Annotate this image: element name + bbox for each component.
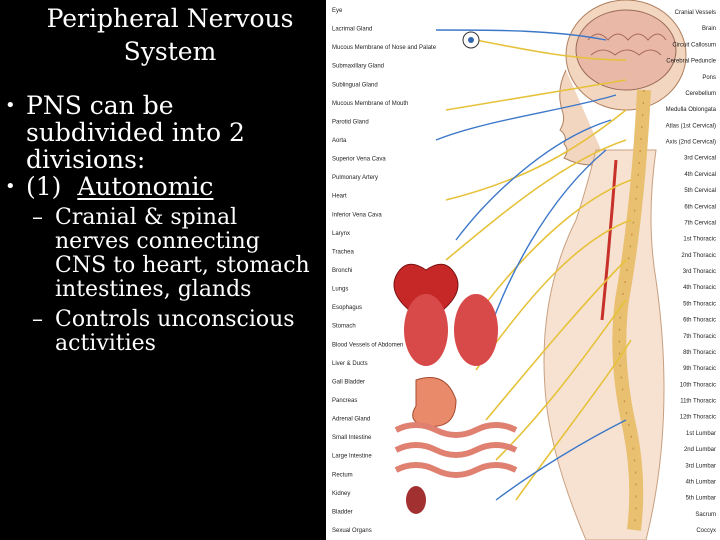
autonomic-term: Autonomic xyxy=(77,172,214,201)
figure-label: Coccyx xyxy=(696,528,716,534)
figure-label: Atlas (1st Cervical) xyxy=(666,123,716,129)
figure-label: Kidney xyxy=(332,491,350,497)
spinal-artery xyxy=(600,159,618,321)
figure-label: 10th Thoracic xyxy=(680,382,716,388)
figure-label: Blood Vessels of Abdomen xyxy=(332,342,403,348)
brain-folds xyxy=(587,33,667,56)
figure-label: 5th Lumbar xyxy=(686,496,716,502)
figure-label: 2nd Lumbar xyxy=(684,447,716,453)
figure-label: Axis (2nd Cervical) xyxy=(666,140,716,146)
subbullet-cranial-spinal: – Cranial & spinal nerves connecting CNS… xyxy=(0,206,340,302)
figure-label: Sexual Organs xyxy=(332,528,372,534)
figure-label: 7th Thoracic xyxy=(683,334,716,340)
stomach xyxy=(412,377,457,427)
kidney xyxy=(406,486,426,514)
sub2-line2: activities xyxy=(55,331,156,356)
dash-marker: – xyxy=(32,307,43,332)
bullet-marker: • xyxy=(5,95,16,116)
figure-label: 1st Thoracic xyxy=(683,237,716,243)
slide-body: • PNS can be subdivided into 2 divisions… xyxy=(0,92,340,356)
figure-label: Sacrum xyxy=(695,512,716,518)
figure-label: Eye xyxy=(332,8,343,14)
figure-label: Inferior Vena Cava xyxy=(332,212,382,218)
bullet-autonomic: • (1) Autonomic xyxy=(0,173,340,200)
figure-label: Small Intestine xyxy=(332,435,372,441)
figure-label: 9th Thoracic xyxy=(683,366,716,372)
title-line-1: Peripheral Nervous xyxy=(46,4,294,33)
figure-label: Liver & Ducts xyxy=(332,361,368,367)
lungs xyxy=(404,294,498,366)
figure-label: Heart xyxy=(332,194,347,200)
dash-marker: – xyxy=(32,205,43,230)
figure-label: 4th Thoracic xyxy=(683,285,716,291)
intestines xyxy=(394,422,518,478)
figure-label: Submaxillary Gland xyxy=(332,64,384,70)
figure-label: 1st Lumbar xyxy=(686,431,716,437)
figure-label: Parotid Gland xyxy=(332,119,369,125)
sub2-line1: Controls unconscious xyxy=(55,307,295,332)
figure-label: Mucous Membrane of Mouth xyxy=(332,101,408,107)
figure-label: Sublingual Gland xyxy=(332,82,378,88)
figure-label: Pancreas xyxy=(332,398,357,404)
figure-label: 3rd Cervical xyxy=(684,156,716,162)
sub1-line3: CNS to heart, stomach xyxy=(55,253,310,278)
figure-label: 5th Cervical xyxy=(684,188,716,194)
figure-label: 3rd Thoracic xyxy=(683,269,716,275)
title-line-2: System xyxy=(123,37,217,66)
figure-label: 4th Cervical xyxy=(684,172,716,178)
spinal-column xyxy=(612,89,651,531)
sub1-line1: Cranial & spinal xyxy=(55,205,238,230)
subbullet-unconscious: – Controls unconscious activities xyxy=(0,308,340,356)
body-silhouette xyxy=(543,149,665,540)
figure-label: 7th Cervical xyxy=(684,220,716,226)
figure-label: Lungs xyxy=(332,287,348,293)
figure-label: Esophagus xyxy=(332,305,362,311)
figure-label: Trachea xyxy=(332,249,354,255)
bullet-pns-divisions: • PNS can be subdivided into 2 divisions… xyxy=(0,92,340,173)
figure-label: Pons xyxy=(702,75,716,81)
figure-label: Circuit Callosum xyxy=(672,42,716,48)
sub1-line4: intestines, glands xyxy=(55,277,252,302)
figure-label: Stomach xyxy=(332,324,356,330)
figure-label: 4th Lumbar xyxy=(686,479,716,485)
figure-label: Bladder xyxy=(332,509,353,515)
figure-label: Cranial Vessels xyxy=(675,10,716,16)
figure-label: 2nd Thoracic xyxy=(681,253,716,259)
bullet-marker: • xyxy=(5,176,16,197)
figure-label: 3rd Lumbar xyxy=(685,463,716,469)
figure-label: 8th Thoracic xyxy=(683,350,716,356)
figure-label: 6th Cervical xyxy=(684,204,716,210)
figure-label: Rectum xyxy=(332,472,353,478)
figure-label: Large Intestine xyxy=(332,454,372,460)
figure-label: Aorta xyxy=(332,138,347,144)
bullet1-line1: PNS can be xyxy=(26,91,174,120)
figure-label: Brain xyxy=(702,26,716,32)
figure-label: Mucous Membrane of Nose and Palate xyxy=(332,45,437,51)
bullet1-line2: subdivided into 2 xyxy=(26,118,245,147)
figure-label: 11th Thoracic xyxy=(680,399,716,405)
figure-label: Cerebral Peduncle xyxy=(666,59,716,65)
figure-label: Pulmonary Artery xyxy=(332,175,378,181)
figure-label: Bronchi xyxy=(332,268,352,274)
figure-label: Larynx xyxy=(332,231,350,237)
figure-label: Adrenal Gland xyxy=(332,417,370,423)
figure-label: Gall Bladder xyxy=(332,379,365,385)
figure-label: 6th Thoracic xyxy=(683,318,716,324)
bullet1-line3: divisions: xyxy=(26,145,146,174)
figure-label: Medulla Oblongata xyxy=(666,107,717,113)
figure-label: 12th Thoracic xyxy=(680,415,716,421)
sub1-line2: nerves connecting xyxy=(55,229,260,254)
figure-label: Superior Vena Cava xyxy=(332,157,386,163)
iris xyxy=(468,37,474,43)
slide-title: Peripheral Nervous System xyxy=(20,2,320,68)
figure-label: 5th Thoracic xyxy=(683,301,716,307)
bullet2-prefix: (1) xyxy=(26,172,62,201)
figure-label: Cerebellum xyxy=(685,91,716,97)
figure-label: Lacrimal Gland xyxy=(332,27,372,33)
